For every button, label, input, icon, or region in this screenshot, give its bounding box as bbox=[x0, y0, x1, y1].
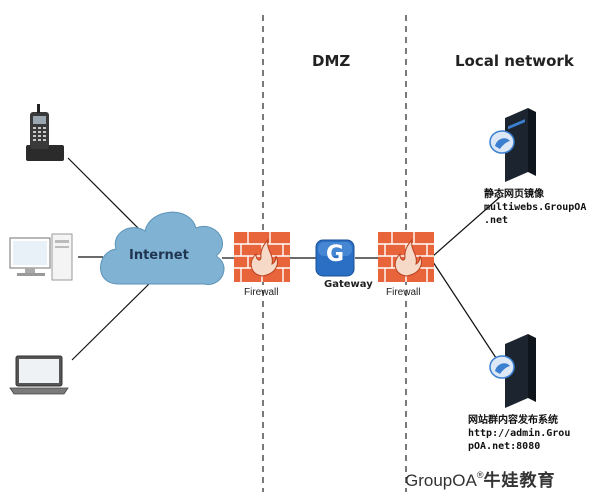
server-bottom-line3: pOA.net:8080 bbox=[468, 441, 541, 452]
brand-watermark: GroupOA®牛娃教育 bbox=[405, 466, 555, 491]
link-phone-internet bbox=[67, 157, 141, 231]
gateway-icon bbox=[315, 239, 355, 277]
brand-mark: ® bbox=[476, 470, 484, 480]
laptop-icon bbox=[9, 355, 69, 395]
internet-label: Internet bbox=[129, 248, 189, 263]
server-bottom-line2: http://admin.Grou bbox=[468, 428, 571, 439]
server-top-line1: 静态网页镜像 bbox=[484, 189, 544, 200]
firewall-left-icon bbox=[234, 232, 290, 282]
gateway-label: Gateway bbox=[324, 279, 373, 290]
server-bottom-icon bbox=[489, 334, 536, 408]
server-top-caption: 静态网页镜像 multiwebs.GroupOA .net bbox=[484, 188, 586, 227]
firewall-left-label: Firewall bbox=[244, 287, 279, 298]
server-top-line2: multiwebs.GroupOA bbox=[484, 202, 587, 213]
dmz-title: DMZ bbox=[312, 52, 351, 70]
server-bottom-caption: 网站群内容发布系统 http://admin.Grou pOA.net:8080 bbox=[468, 414, 570, 453]
server-bottom-line1: 网站群内容发布系统 bbox=[468, 415, 558, 426]
firewall-right-icon bbox=[378, 232, 434, 282]
brand-cn: 牛娃教育 bbox=[483, 471, 556, 491]
link-laptop-internet bbox=[71, 282, 151, 361]
phone-icon bbox=[26, 104, 64, 161]
server-top-icon bbox=[489, 108, 536, 182]
gateway-letter: G bbox=[325, 242, 345, 267]
link-firewall-server-top bbox=[432, 196, 501, 257]
desktop-computer-icon bbox=[9, 233, 73, 281]
local-network-title: Local network bbox=[455, 52, 574, 70]
link-firewall-server-bottom bbox=[432, 261, 501, 365]
firewall-right-label: Firewall bbox=[386, 287, 421, 298]
internet-cloud-icon bbox=[100, 211, 225, 285]
brand-name: GroupOA bbox=[405, 471, 477, 490]
server-top-line3: .net bbox=[484, 215, 509, 226]
